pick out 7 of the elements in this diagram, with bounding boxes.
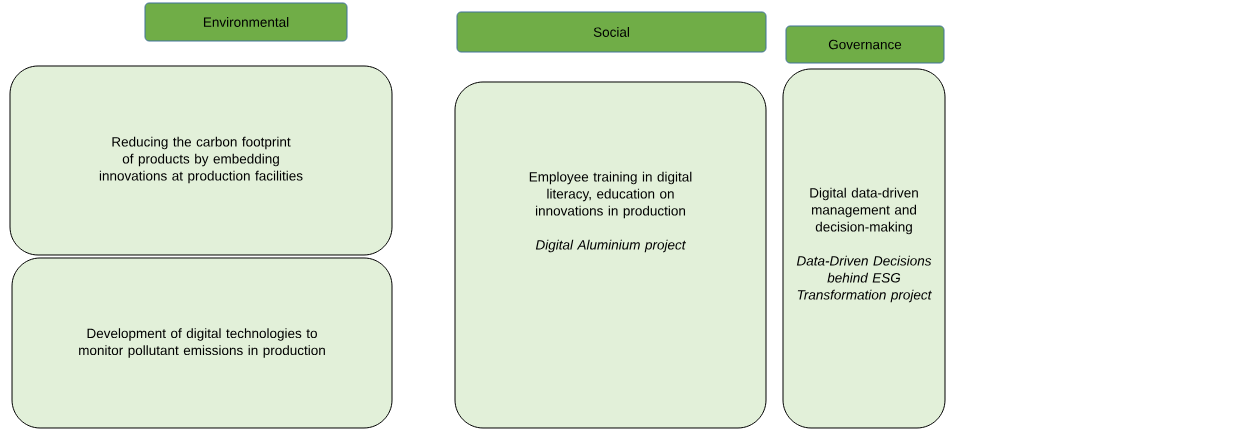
text-box: Digital data-driven management and decision-making Data-Driven Decisions behind ESG Transformation project xyxy=(782,68,946,429)
text-box: Development of digital technologies to monitor pollutant emissions in production xyxy=(11,257,393,429)
category-header: Social xyxy=(456,11,767,53)
text-box: Employee training in digital literacy, education on innovations in production Digital Aluminium project xyxy=(454,81,767,429)
text-box: Reducing the carbon footprint of products by embedding innovations at production facilities xyxy=(9,65,393,256)
category-header: Environmental xyxy=(144,2,348,42)
category-header: Governance xyxy=(785,25,945,64)
